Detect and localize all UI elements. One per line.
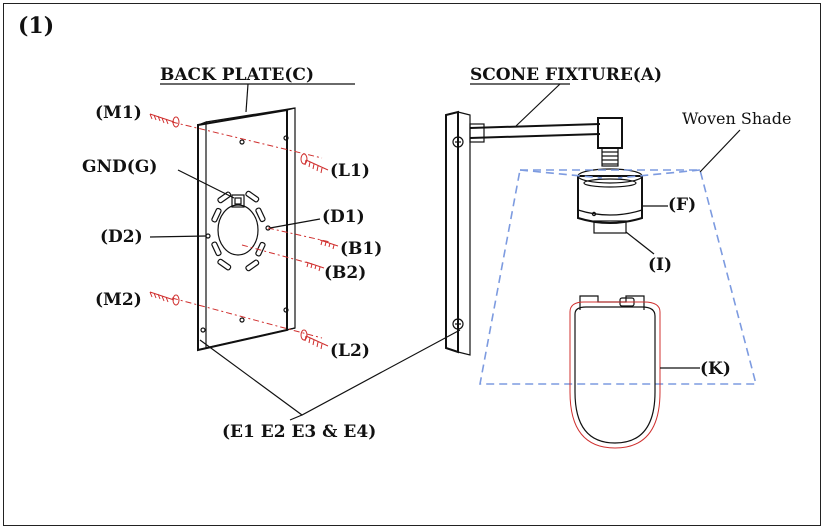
label-k: (K) <box>700 359 731 379</box>
diagram-frame <box>3 3 821 526</box>
label-back-plate: BACK PLATE(C) <box>160 65 314 85</box>
woven-shade <box>479 169 758 385</box>
back-plate <box>197 107 296 352</box>
label-b2: (B2) <box>324 263 366 283</box>
ground-screw <box>231 194 245 208</box>
label-i: (I) <box>648 255 672 275</box>
label-d1: (D1) <box>322 207 365 227</box>
label-l2: (L2) <box>330 341 370 361</box>
screw-l1 <box>300 153 329 174</box>
label-b1: (B1) <box>340 239 382 259</box>
label-m2: (M2) <box>95 290 142 310</box>
label-f: (F) <box>668 195 696 215</box>
figure-number: (1) <box>18 13 54 39</box>
screw-b2 <box>305 261 325 272</box>
sconce-fixture <box>445 110 643 356</box>
label-d2: (D2) <box>100 227 143 247</box>
screw-m2 <box>149 291 180 306</box>
screw-m1 <box>149 113 180 128</box>
label-e-group: (E1 E2 E3 & E4) <box>222 422 376 442</box>
label-l1: (L1) <box>330 161 370 181</box>
mounting-lines <box>171 121 331 339</box>
label-gnd: GND(G) <box>82 157 157 177</box>
label-sconce-fixture: SCONE FIXTURE(A) <box>470 65 662 85</box>
screw-l2 <box>300 329 329 350</box>
center-hole <box>217 204 259 256</box>
label-woven-shade: Woven Shade <box>682 109 791 128</box>
label-m1: (M1) <box>95 103 142 123</box>
bulb <box>569 295 661 449</box>
screw-b1 <box>319 239 339 250</box>
